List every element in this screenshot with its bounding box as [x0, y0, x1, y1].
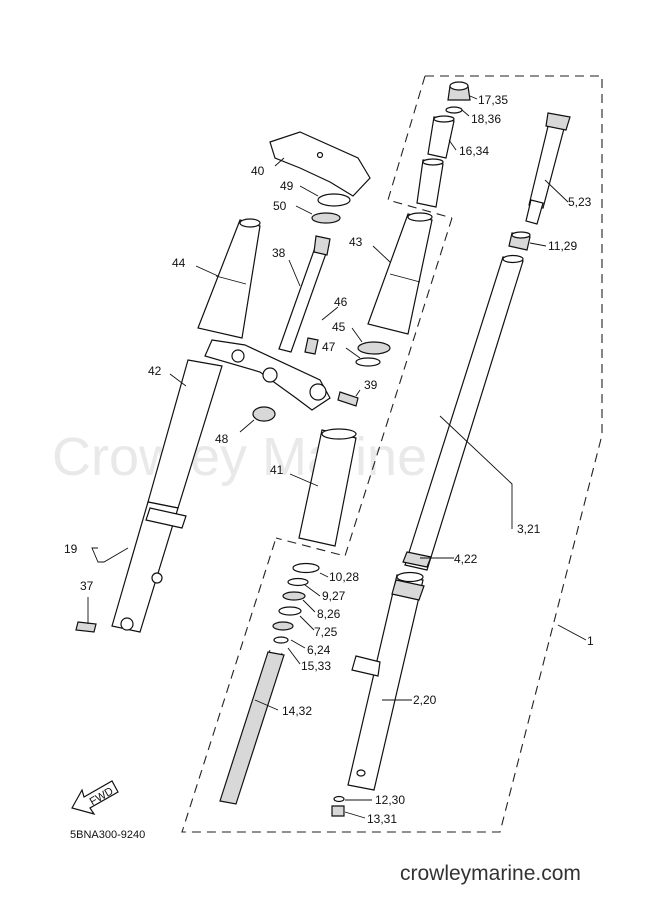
label-8-26: 8,26 [317, 607, 341, 621]
label-46: 46 [334, 295, 348, 309]
fork-cover-left [197, 218, 261, 339]
cap-bolt [447, 81, 471, 101]
group-boundary-main [181, 75, 603, 833]
inner-tube [402, 254, 524, 571]
ring-nut [357, 341, 391, 355]
leader-lines [87, 95, 587, 819]
label-13-31: 13,31 [367, 812, 397, 826]
lock-washer [355, 357, 381, 367]
damper-rod [525, 112, 571, 225]
spring-seat [273, 636, 289, 644]
outer-tube-right [347, 571, 425, 791]
footer-url[interactable]: crowleymarine.com [400, 862, 581, 885]
label-4-22: 4,22 [454, 552, 478, 566]
label-6-24: 6,24 [307, 643, 331, 657]
label-42: 42 [148, 364, 162, 378]
label-48: 48 [215, 432, 229, 446]
diagram-code: 5BNA300-9240 [70, 829, 145, 841]
label-15-33: 15,33 [301, 659, 331, 673]
fwd-label: FWD [88, 785, 116, 808]
label-14-32: 14,32 [282, 704, 312, 718]
slide-bushing [272, 621, 294, 631]
label-16-34: 16,34 [459, 144, 489, 158]
label-12-30: 12,30 [375, 793, 405, 807]
label-3-21: 3,21 [517, 522, 541, 536]
steering-stem [278, 235, 331, 353]
drain-bolt [331, 805, 345, 817]
label-5-23: 5,23 [568, 195, 592, 209]
label-1: 1 [587, 634, 594, 648]
label-2-20: 2,20 [413, 693, 437, 707]
oil-seal [292, 562, 320, 574]
label-9-27: 9,27 [322, 589, 346, 603]
bearing [311, 212, 341, 224]
spacer-lower [416, 158, 444, 208]
o-ring [445, 106, 463, 114]
label-18-36: 18,36 [471, 112, 501, 126]
fork-cover-right [367, 212, 433, 335]
label-10-28: 10,28 [329, 570, 359, 584]
part-labels: 17,35 18,36 16,34 5,23 11,29 40 49 50 43… [64, 93, 594, 826]
watermark-text: Crowley Marine [52, 427, 427, 487]
spacer-upper [427, 115, 455, 159]
label-17-35: 17,35 [478, 93, 508, 107]
bolt-46 [304, 337, 319, 355]
under-bracket [204, 339, 331, 411]
label-50: 50 [273, 199, 287, 213]
label-39: 39 [364, 378, 378, 392]
cover-tube [298, 428, 357, 547]
oil-lock-piece [508, 231, 531, 251]
label-43: 43 [349, 235, 363, 249]
axle-bolt [75, 621, 97, 633]
label-37: 37 [80, 579, 94, 593]
bearing-cover [317, 193, 351, 207]
headlight-bracket [269, 131, 371, 197]
label-7-25: 7,25 [314, 625, 338, 639]
label-41: 41 [270, 463, 284, 477]
fork-spring [219, 649, 285, 805]
label-49: 49 [280, 179, 294, 193]
label-47: 47 [322, 340, 336, 354]
guide-bushing [278, 606, 302, 616]
pinch-bolt [337, 391, 359, 407]
label-19: 19 [64, 542, 78, 556]
label-11-29: 11,29 [548, 239, 577, 253]
label-45: 45 [332, 320, 346, 334]
fwd-arrow-icon: FWD [71, 780, 119, 816]
label-44: 44 [172, 256, 186, 270]
washer-a [282, 591, 306, 601]
cap-nut-48 [252, 406, 276, 422]
group-boundary-cap [387, 75, 453, 219]
label-38: 38 [272, 246, 286, 260]
label-40: 40 [251, 164, 265, 178]
drain-washer [333, 795, 345, 803]
fork-leg-left [111, 359, 223, 633]
clip [287, 577, 309, 587]
